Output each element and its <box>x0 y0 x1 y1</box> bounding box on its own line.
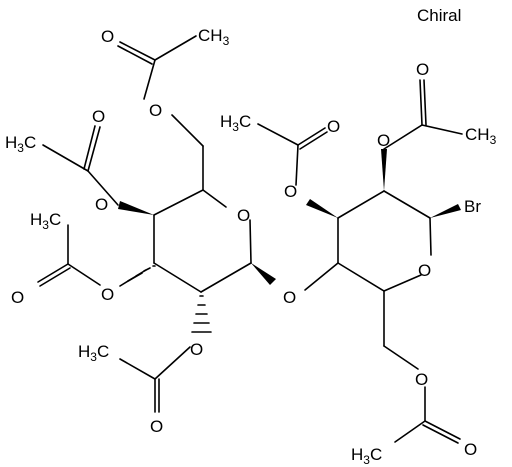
ester-oxygen-1: O <box>149 101 162 120</box>
methyl-center: H3C <box>220 112 251 134</box>
ester-oxygen-7: O <box>415 370 428 389</box>
carbonyl-oxygen-2: O <box>92 107 105 126</box>
methyl-lower-left: H3C <box>78 342 109 364</box>
atom-labels: Chiral O O O Br O O O O O O O O O O O O … <box>5 6 497 467</box>
ester-oxygen-6: O <box>377 131 390 150</box>
ester-oxygen-2: O <box>95 195 108 214</box>
bromine-label: Br <box>464 197 481 216</box>
ester-oxygen-3: O <box>101 285 114 304</box>
carbonyl-oxygen-5: O <box>327 117 340 136</box>
glycosidic-oxygen: O <box>283 288 296 307</box>
methyl-top: CH3 <box>198 26 230 48</box>
ester-oxygen-5: O <box>284 182 297 201</box>
carbonyl-oxygen-6: O <box>416 60 429 79</box>
methyl-right: CH3 <box>465 125 497 147</box>
carbonyl-oxygen-1: O <box>101 27 114 46</box>
ring-oxygen-left: O <box>237 206 250 225</box>
methyl-upper-left: H3C <box>5 133 36 155</box>
wedge-bonds <box>118 149 461 285</box>
carbonyl-oxygen-3: O <box>11 288 24 307</box>
hash-bonds <box>119 265 212 333</box>
carbonyl-oxygen-4: O <box>150 417 163 436</box>
ester-oxygen-4: O <box>190 340 203 359</box>
chiral-label: Chiral <box>417 6 461 25</box>
methyl-middle-left: H3C <box>30 210 61 232</box>
ring-oxygen-right: O <box>418 261 431 280</box>
carbonyl-oxygen-7: O <box>464 440 477 459</box>
methyl-bottom: H3C <box>351 445 382 467</box>
bond-lines <box>37 35 463 444</box>
